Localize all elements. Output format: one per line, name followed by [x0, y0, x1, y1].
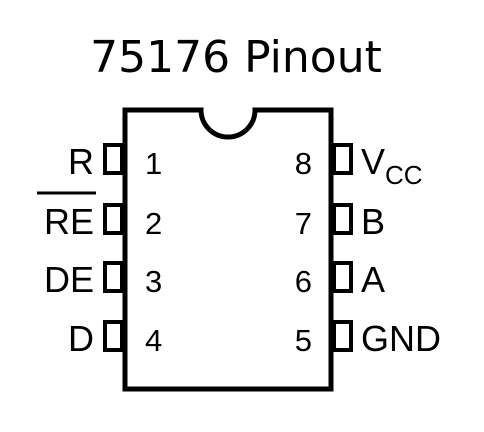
pin-lead-5	[332, 320, 353, 352]
pin-number-8: 8	[295, 146, 312, 181]
pin-number-1: 1	[145, 146, 162, 181]
pin-label-2: RE	[44, 201, 94, 242]
pin-lead-3	[103, 261, 124, 293]
pin-lead-6	[332, 261, 353, 293]
pin-lead-2	[103, 203, 124, 235]
pin-label-6: A	[361, 259, 385, 300]
pin-number-3: 3	[145, 264, 162, 299]
pin-label-4: D	[68, 318, 94, 359]
pin-lead-4	[103, 320, 124, 352]
chip-body	[122, 107, 334, 392]
pin-label-8-subscript: CC	[385, 160, 423, 190]
pin-lead-8	[332, 143, 353, 175]
pin-label-3: DE	[44, 259, 94, 300]
pin-number-5: 5	[295, 323, 312, 358]
pin-label-1: R	[68, 141, 94, 182]
pin-label-7: B	[361, 201, 385, 242]
pin-lead-1	[103, 143, 124, 175]
pin-label-5: GND	[361, 318, 441, 359]
pin-number-6: 6	[295, 264, 312, 299]
diagram-title: 75176 Pinout	[90, 32, 382, 83]
pin-number-4: 4	[145, 323, 162, 358]
pin-number-2: 2	[145, 206, 162, 241]
pin-lead-7	[332, 203, 353, 235]
pin-number-7: 7	[295, 206, 312, 241]
pin-label-8-main: V	[361, 141, 385, 182]
pin-label-8: VCC	[361, 141, 423, 190]
